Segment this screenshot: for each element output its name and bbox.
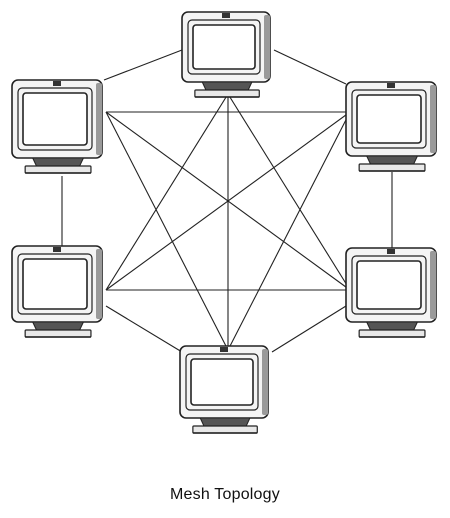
link-top-to-lower-left <box>105 93 229 291</box>
monitor-side-shadow <box>430 251 436 319</box>
monitor-side-shadow <box>264 15 270 79</box>
monitor-base <box>24 165 92 174</box>
computer-monitor-icon <box>345 81 437 172</box>
monitor-bezel <box>351 255 427 315</box>
computer-monitor-icon <box>181 11 271 98</box>
monitor-side-shadow <box>96 249 102 319</box>
network-links <box>61 49 393 353</box>
monitor-side-shadow <box>96 83 102 155</box>
link-upper-left-to-bottom <box>105 111 229 351</box>
monitor-screen <box>192 24 256 70</box>
monitor-bezel <box>185 353 259 411</box>
monitor-screen <box>356 94 422 144</box>
diagram-caption: Mesh Topology <box>170 486 280 503</box>
monitor-camera <box>220 347 228 352</box>
computer-monitor-icon <box>345 247 437 338</box>
monitor-camera <box>53 81 61 86</box>
link-lower-left-to-bottom <box>105 305 183 353</box>
monitor-neck <box>365 321 419 331</box>
computer-monitor-icon <box>11 79 103 174</box>
monitor-bezel <box>351 89 427 149</box>
link-top-to-upper-left <box>103 49 183 81</box>
monitor-camera <box>53 247 61 252</box>
monitor-camera <box>387 249 395 254</box>
link-upper-right-to-bottom <box>227 111 351 351</box>
monitor-bezel <box>17 253 93 315</box>
monitor-bezel <box>17 87 93 151</box>
monitor-side-shadow <box>430 85 436 153</box>
monitor-screen <box>356 260 422 310</box>
monitor-base <box>192 425 258 434</box>
monitor-base <box>358 329 426 338</box>
monitor-neck <box>31 321 85 331</box>
monitor-screen <box>22 92 88 146</box>
monitor-neck <box>365 155 419 165</box>
link-top-to-upper-right <box>273 49 347 85</box>
monitor-neck <box>31 157 85 167</box>
monitor-neck <box>201 81 253 91</box>
link-top-to-lower-right <box>227 93 351 291</box>
link-lower-right-to-bottom <box>271 305 347 353</box>
computer-monitor-icon <box>11 245 103 338</box>
monitor-base <box>24 329 92 338</box>
monitor-neck <box>199 417 251 427</box>
monitor-screen <box>22 258 88 310</box>
monitor-side-shadow <box>262 349 268 415</box>
network-nodes <box>11 11 437 434</box>
monitor-camera <box>387 83 395 88</box>
monitor-base <box>358 163 426 172</box>
monitor-bezel <box>187 19 261 75</box>
computer-monitor-icon <box>179 345 269 434</box>
monitor-base <box>194 89 260 98</box>
monitor-screen <box>190 358 254 406</box>
monitor-camera <box>222 13 230 18</box>
